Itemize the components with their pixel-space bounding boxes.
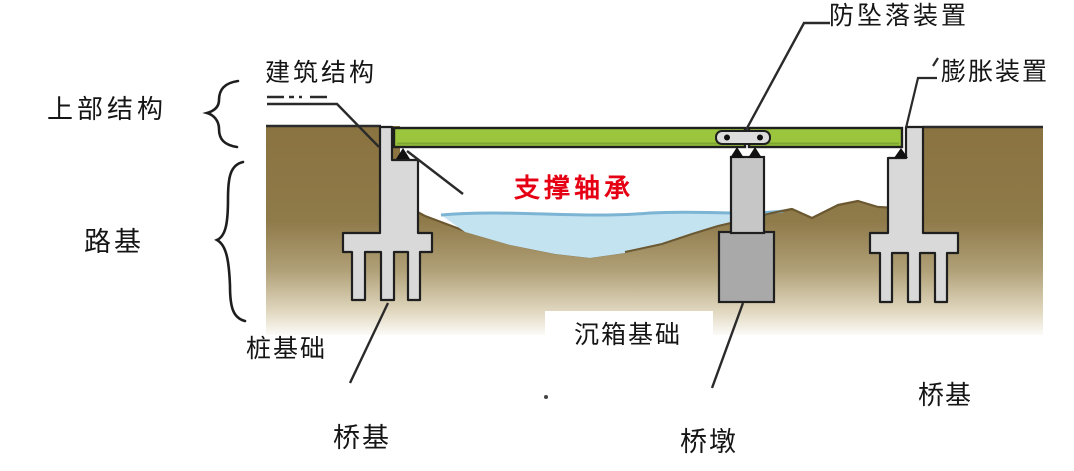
valley-ground — [395, 200, 923, 335]
label-bridge-foundation-right: 桥基 — [918, 381, 973, 410]
label-caisson-foundation: 沉箱基础 — [574, 322, 683, 349]
bearing-right-abutment — [894, 148, 908, 158]
expansion-device-leader — [904, 57, 939, 129]
left-abutment-pile-foundation — [341, 125, 434, 302]
bearing-pier-right — [748, 147, 762, 158]
label-support-bearing: 支撑轴承 — [514, 174, 635, 203]
bridge-foundation-left-leader — [348, 302, 390, 384]
anti-fall-device-leader — [744, 21, 830, 131]
bridge-pier-leader — [710, 302, 745, 389]
label-superstructure: 上部结构 — [47, 95, 168, 124]
label-pile-foundation: 桩基础 — [246, 336, 328, 363]
label-bridge-foundation-left: 桥基 — [333, 423, 391, 453]
bearing-left-abutment — [396, 148, 410, 159]
anti-fall-plate — [715, 130, 771, 145]
small-dot-mark — [544, 395, 548, 399]
plate-bolt-right — [757, 134, 763, 141]
left-embankment — [266, 126, 400, 335]
label-roadbed: 路基 — [84, 227, 144, 257]
bearing-pier-left — [730, 147, 744, 158]
roadbed-brace — [214, 160, 247, 323]
river-water — [441, 211, 783, 258]
pier-column — [729, 155, 766, 235]
superstructure-brace — [202, 79, 240, 149]
label-bridge-pier: 桥墩 — [680, 427, 738, 457]
label-expansion-device: 膨胀装置 — [941, 59, 1050, 86]
right-embankment — [923, 127, 1043, 335]
support-bearing-leader — [406, 150, 464, 195]
building-structure-leader — [267, 102, 380, 148]
caisson-label-backing — [545, 311, 713, 353]
hill-edge-over-water — [624, 208, 793, 253]
label-building-structure: 建筑结构 — [265, 60, 378, 87]
caisson-foundation-block — [717, 230, 776, 304]
right-abutment-pile-foundation — [868, 125, 960, 304]
plate-bolt-left — [724, 134, 730, 141]
label-anti-fall-device: 防坠落装置 — [829, 3, 970, 30]
